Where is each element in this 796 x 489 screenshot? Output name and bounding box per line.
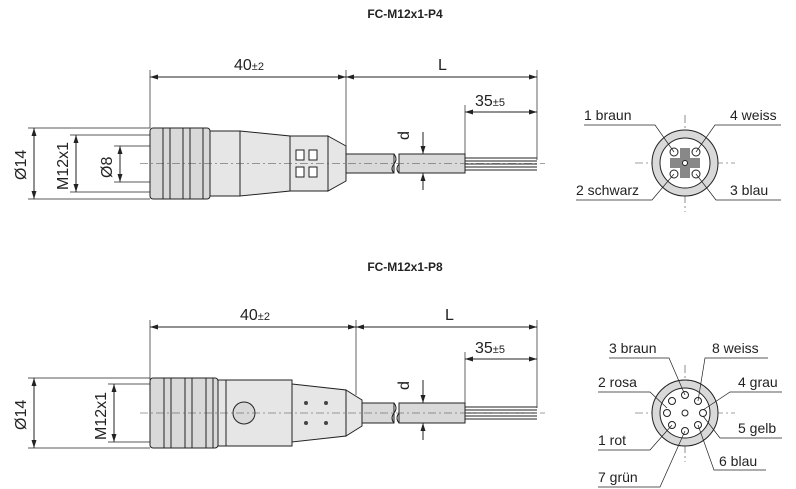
pin-label: 3 braun xyxy=(609,340,656,356)
length-dimension: 40±2 xyxy=(234,57,264,74)
pin-label: 4 grau xyxy=(738,374,778,390)
diagram-title: FC-M12x1-P4 xyxy=(367,7,443,21)
cable-length-label: L xyxy=(445,307,454,324)
pin-label: 4 weiss xyxy=(730,107,777,123)
thread-label: M12x1 xyxy=(55,142,72,190)
strip-length-dimension: 35±5 xyxy=(475,340,505,357)
diagram-title: FC-M12x1-P8 xyxy=(367,260,443,274)
pin-face-p8: 3 braun 8 weiss 2 rosa 4 grau 5 gelb 1 r… xyxy=(598,340,782,488)
diagram-p8: FC-M12x1-P8 40±2 L 35±5 Ø14 M12x1 xyxy=(13,260,782,488)
thread-label: M12x1 xyxy=(93,392,110,440)
pin-label: 6 blau xyxy=(719,453,757,469)
pin-label: 2 schwarz xyxy=(576,182,639,198)
pin-label: 3 blau xyxy=(730,182,768,198)
pin-face-p4: 1 braun 4 weiss 2 schwarz 3 blau xyxy=(576,107,781,212)
inner-diameter-label: Ø8 xyxy=(99,157,116,178)
cable-diameter-label: d xyxy=(396,131,413,140)
length-dimension: 40±2 xyxy=(240,307,270,324)
strip-length-dimension: 35±5 xyxy=(475,93,505,110)
cable-length-label: L xyxy=(438,57,447,74)
pin-label: 1 rot xyxy=(598,432,626,448)
diagram-p4: FC-M12x1-P4 40±2 L 35±5 Ø14 M12x1 xyxy=(13,7,781,212)
pin-label: 2 rosa xyxy=(598,374,637,390)
pin-label: 1 braun xyxy=(584,107,631,123)
cable-diameter-label: d xyxy=(396,381,413,390)
pin-label: 8 weiss xyxy=(712,340,759,356)
outer-diameter-label: Ø14 xyxy=(13,400,30,430)
outer-diameter-label: Ø14 xyxy=(13,150,30,180)
pin-label: 7 grün xyxy=(598,469,638,485)
pin-label: 5 gelb xyxy=(738,420,776,436)
